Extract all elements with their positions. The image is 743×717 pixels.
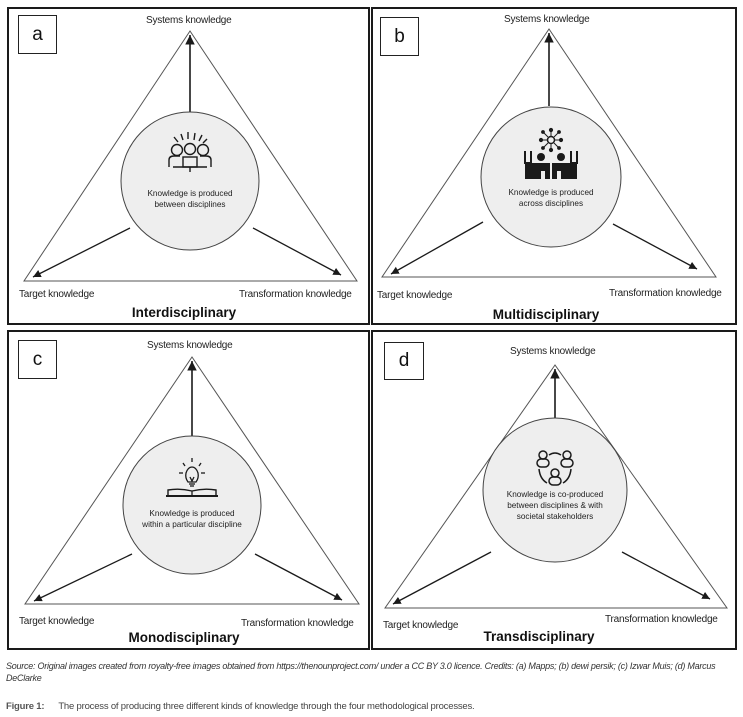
panel-a: a Systems knowledge Target knowledge Tra…	[7, 7, 370, 325]
panel-d-diagram	[384, 364, 728, 609]
systems-knowledge-label: Systems knowledge	[510, 346, 596, 357]
panel-letter: d	[384, 342, 424, 380]
arrow-to-target	[392, 551, 492, 605]
transformation-knowledge-label: Transformation knowledge	[609, 288, 722, 299]
panel-a-diagram	[23, 30, 358, 282]
center-text-line: Knowledge is produced	[147, 189, 233, 198]
transformation-knowledge-label: Transformation knowledge	[605, 614, 718, 625]
panel-d: d Systems knowledge Target knowledge Tra…	[371, 330, 737, 650]
center-text-line: between disciplines & with	[507, 501, 603, 510]
figure-caption-text: The process of producing three different…	[58, 701, 475, 712]
panel-title: Monodisciplinary	[128, 630, 240, 645]
systems-knowledge-label: Systems knowledge	[146, 15, 232, 26]
lightbulb-book-icon	[166, 458, 218, 497]
arrow-to-transformation	[254, 553, 343, 601]
panel-b-diagram	[381, 28, 717, 278]
center-text-line: between disciplines	[154, 200, 226, 209]
panel-letter: b	[380, 17, 419, 56]
panel-title: Multidisciplinary	[492, 307, 600, 322]
knowledge-triangle	[384, 364, 728, 609]
arrow-to-transformation	[612, 223, 698, 270]
panel-b: b Systems knowledge Target knowledge Tra…	[371, 7, 737, 325]
panel-letter: a	[18, 15, 57, 54]
center-circle	[122, 435, 262, 575]
meeting-people-icon	[168, 132, 212, 172]
center-text-line: societal stakeholders	[516, 512, 594, 521]
arrow-to-target	[32, 227, 131, 278]
transformation-knowledge-label: Transformation knowledge	[239, 289, 352, 300]
panel-c-diagram	[24, 356, 360, 605]
source-credits: Source: Original images created from roy…	[6, 661, 716, 683]
center-text: Knowledge is produced within a particula…	[142, 508, 242, 530]
systems-knowledge-label: Systems knowledge	[504, 14, 590, 25]
panel-letter: c	[18, 340, 57, 379]
center-text-line: within a particular discipline	[142, 520, 242, 529]
knowledge-triangle	[23, 30, 358, 282]
arrow-to-transformation	[621, 551, 711, 600]
arrow-to-target	[390, 221, 484, 275]
target-knowledge-label: Target knowledge	[383, 620, 459, 631]
knowledge-triangle	[381, 28, 717, 278]
target-knowledge-label: Target knowledge	[19, 289, 95, 300]
figure-caption: Figure 1: The process of producing three …	[6, 701, 475, 712]
stakeholder-group-icon	[536, 450, 574, 486]
figure-label: Figure 1:	[6, 701, 45, 712]
center-text-line: across disciplines	[518, 199, 584, 208]
center-text-line: Knowledge is produced	[508, 188, 594, 197]
center-circle	[120, 111, 260, 251]
transformation-knowledge-label: Transformation knowledge	[241, 618, 354, 629]
center-text: Knowledge is produced across disciplines	[508, 187, 593, 209]
panel-c: c Systems knowledge Target knowledge Tra…	[7, 330, 370, 650]
center-text: Knowledge is produced between discipline…	[147, 188, 232, 210]
center-text: Knowledge is co-produced between discipl…	[507, 489, 604, 522]
center-text-line: Knowledge is co-produced	[506, 490, 604, 499]
center-circle	[480, 106, 622, 248]
center-circle	[482, 417, 628, 563]
arrow-to-target	[33, 553, 133, 602]
collaboration-network-icon	[524, 127, 578, 179]
panel-title: Interdisciplinary	[131, 305, 237, 320]
panel-title: Transdisciplinary	[483, 629, 595, 644]
target-knowledge-label: Target knowledge	[19, 616, 95, 627]
systems-knowledge-label: Systems knowledge	[147, 340, 233, 351]
center-text-line: Knowledge is produced	[149, 509, 235, 518]
arrow-to-transformation	[252, 227, 342, 276]
knowledge-triangle	[24, 356, 360, 605]
target-knowledge-label: Target knowledge	[377, 290, 453, 301]
